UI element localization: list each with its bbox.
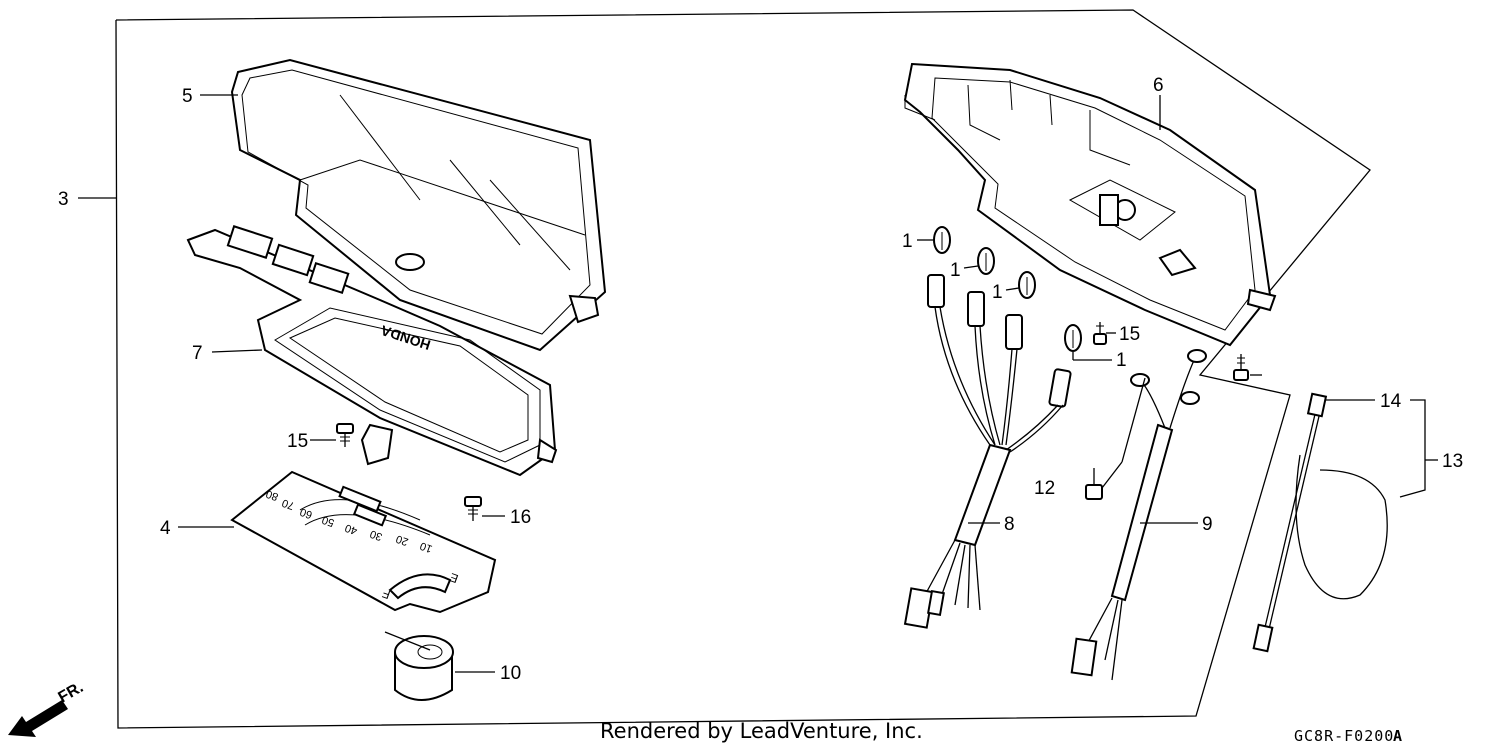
fuel-full-mark: F — [380, 586, 392, 602]
dial-number-20: 20 — [394, 532, 410, 547]
diagram-code-suffix: A — [1393, 727, 1403, 745]
callout-7: 7 — [192, 343, 203, 364]
part-4-dial-plate: 10 20 30 40 50 60 70 80 F E — [230, 470, 497, 614]
part-15-screw-left — [336, 423, 354, 447]
dial-number-60: 60 — [298, 505, 314, 520]
callout-1-b: 1 — [950, 260, 961, 281]
part-1-bulb-c — [1018, 271, 1036, 299]
part-1-bulb-b — [977, 247, 995, 275]
dial-number-40: 40 — [343, 521, 359, 536]
callout-15-right: 16 — [510, 507, 531, 528]
part-15-screw-right — [464, 496, 482, 521]
callout-4: 4 — [160, 518, 171, 539]
callout-1-d: 1 — [1116, 350, 1127, 371]
callout-14: 15 — [1119, 324, 1140, 345]
callout-1-c: 1 — [992, 282, 1003, 303]
callout-8: 8 — [1004, 514, 1015, 535]
part-7-meter-panel: HONDA — [186, 225, 558, 477]
part-6-meter-housing — [903, 62, 1277, 347]
part-8-socket-harness — [903, 274, 1072, 629]
dial-number-80: 80 — [264, 487, 280, 502]
callout-1-a: 1 — [902, 231, 913, 252]
assembly-frame — [115, 9, 1371, 729]
callout-12: 13 — [1442, 451, 1463, 472]
callout-3: 3 — [58, 189, 69, 210]
part-10-indicator-unit — [384, 631, 454, 701]
part-5-meter-cover — [230, 58, 607, 352]
callout-10: 10 — [500, 663, 521, 684]
dial-number-50: 50 — [320, 513, 336, 528]
part-1-bulb-d — [1064, 324, 1082, 352]
dial-number-10: 10 — [418, 539, 434, 554]
render-credit: Rendered by LeadVenture, Inc. — [600, 719, 923, 743]
part-9-harness — [1070, 349, 1207, 681]
leader-lines — [78, 94, 1438, 673]
part-1-bulb-a — [933, 226, 951, 254]
dial-number-70: 70 — [280, 496, 296, 511]
part-16-screw — [1233, 354, 1249, 381]
diagram-code: GC8R-F0200 — [1294, 727, 1394, 745]
callout-9: 9 — [1202, 514, 1213, 535]
callout-15-left: 15 — [287, 431, 308, 452]
part-14-screw — [1093, 322, 1107, 345]
dial-number-30: 30 — [368, 527, 384, 542]
callout-5: 5 — [182, 86, 193, 107]
callout-13: 14 — [1380, 391, 1402, 412]
part-11-bolt — [1085, 468, 1103, 500]
callout-6: 6 — [1153, 75, 1164, 96]
front-direction-arrow: FR. — [8, 679, 86, 737]
callout-11: 12 — [1034, 478, 1055, 499]
part-12-speedometer-cable — [1252, 392, 1388, 653]
